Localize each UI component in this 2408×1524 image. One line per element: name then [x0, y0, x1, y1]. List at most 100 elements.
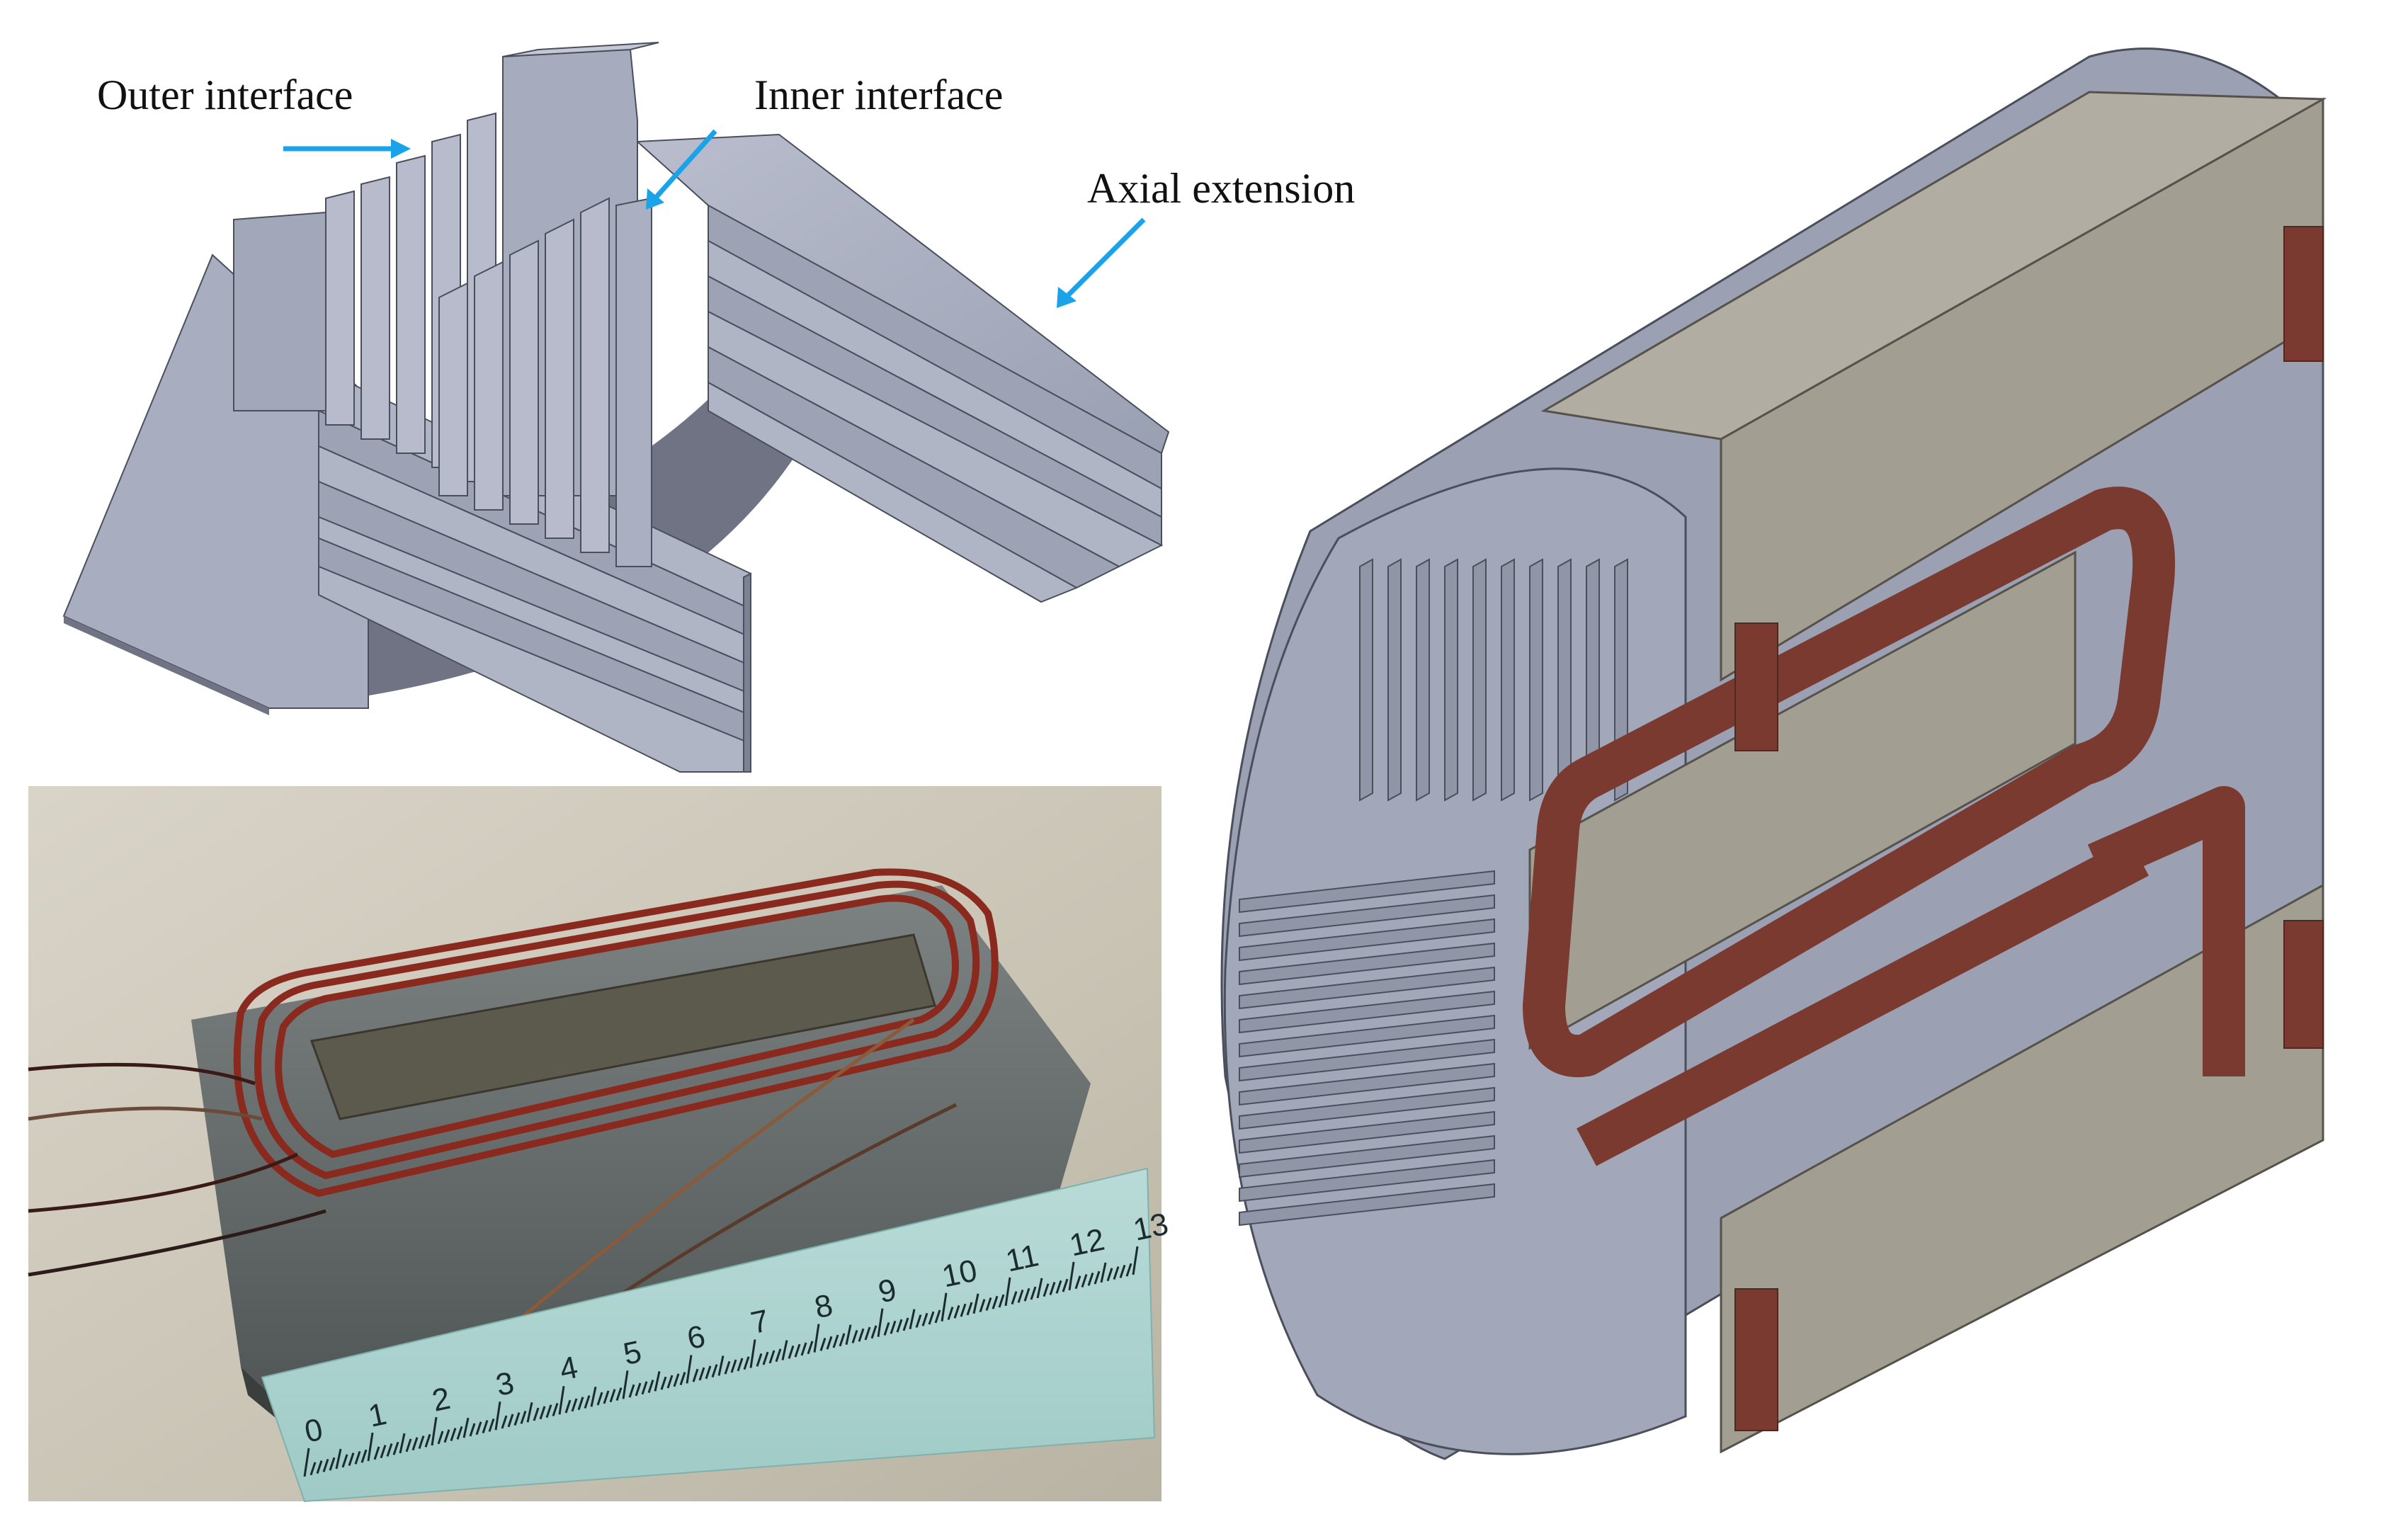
copper-coil [233, 868, 999, 1198]
fin [1501, 558, 1515, 802]
ruler-tick [832, 1334, 839, 1348]
fin [1239, 1183, 1495, 1227]
ruler-tick [348, 1452, 355, 1467]
ruler-tick [501, 1415, 508, 1429]
ruler-tick [647, 1380, 654, 1394]
ruler-tick [768, 1350, 776, 1364]
fin [1239, 1110, 1495, 1154]
copper-windings [1523, 487, 2245, 1166]
ruler-tick [960, 1303, 967, 1317]
fin [1239, 1014, 1495, 1058]
ruler-tick [596, 1392, 603, 1406]
ruler-tick [329, 1457, 336, 1471]
ruler-tick [1068, 1261, 1075, 1291]
ruler-number: 12 [1067, 1222, 1108, 1263]
ruler-tick [826, 1336, 833, 1350]
ruler-tick [851, 1329, 858, 1343]
ruler-tick [539, 1406, 546, 1420]
ruler-tick [609, 1389, 616, 1403]
outer-interface-label: Outer interface [97, 72, 353, 118]
ruler-tick [322, 1458, 329, 1472]
ruler-tick [309, 1462, 317, 1476]
ruler-tick [584, 1395, 591, 1409]
ruler-tick [921, 1312, 928, 1326]
ruler-tick [953, 1304, 960, 1319]
ruler-tick [813, 1324, 820, 1353]
ruler-tick [775, 1348, 782, 1363]
inner-interface-label: Inner interface [754, 72, 1004, 118]
ruler-tick [1043, 1283, 1050, 1297]
ruler-tick [462, 1417, 470, 1438]
ruler-tick [1125, 1263, 1132, 1277]
callout-arrows [283, 129, 1146, 308]
ruler-tick [1100, 1262, 1107, 1283]
ruler-tick [482, 1420, 489, 1434]
inner-interface-fins [438, 197, 652, 567]
ruler-tick [896, 1319, 903, 1333]
ruler-tick [603, 1390, 610, 1404]
fin [1416, 558, 1430, 802]
ruler-tick [890, 1320, 897, 1334]
ruler-tick [494, 1401, 501, 1431]
ruler-tick [686, 1355, 693, 1384]
ruler-number: 10 [939, 1253, 980, 1294]
ruler-tick [666, 1375, 674, 1389]
fin [1239, 1038, 1495, 1082]
fin [1529, 558, 1543, 802]
coil-end-lower-left [1734, 1288, 1778, 1431]
ruler-tick [870, 1325, 878, 1339]
ruler-tick [1023, 1287, 1030, 1302]
fin [1239, 1062, 1495, 1106]
fin [1239, 990, 1495, 1034]
ruler-tick [386, 1443, 393, 1457]
ruler-tick [762, 1351, 769, 1365]
ruler-tick [711, 1364, 718, 1378]
ruler-tick [1087, 1272, 1094, 1286]
ruler-tick [571, 1398, 578, 1412]
ruler-tick [692, 1368, 699, 1382]
ruler-tick [941, 1292, 948, 1321]
ruler-tick [902, 1317, 909, 1331]
fin [1359, 558, 1373, 802]
ruler-tick [947, 1307, 954, 1321]
ruler-tick [972, 1293, 979, 1314]
ruler-tick [564, 1399, 572, 1414]
motor-cutaway-panel [1162, 14, 2394, 1508]
ruler-tick [717, 1355, 725, 1376]
ruler-tick [367, 1432, 374, 1462]
fin [1387, 558, 1402, 802]
fin [1239, 942, 1495, 986]
ruler-tick [411, 1437, 419, 1451]
fin [1239, 894, 1495, 938]
ruler-tick [909, 1309, 916, 1330]
ruler-tick [934, 1309, 941, 1324]
ruler-tick [705, 1365, 712, 1380]
ruler-tick [303, 1448, 310, 1477]
ruler-tick [1119, 1264, 1126, 1278]
ruler-tick [673, 1373, 680, 1387]
upper-axial-extension [635, 133, 1170, 603]
ruler-tick [475, 1421, 482, 1435]
ruler-tick [839, 1333, 846, 1347]
ruler-tick [545, 1404, 552, 1418]
ruler-tick [737, 1358, 744, 1372]
ruler-tick [858, 1328, 865, 1342]
ruler-tick [1004, 1277, 1011, 1307]
ruler-tick [845, 1324, 852, 1345]
ruler-tick [1055, 1280, 1062, 1294]
ruler-tick [915, 1314, 922, 1329]
ruler-tick [1011, 1291, 1018, 1305]
fin [1239, 1086, 1495, 1130]
ruler-tick [341, 1454, 348, 1468]
ruler-number: 13 [1130, 1207, 1171, 1248]
ruler-tick [1132, 1246, 1139, 1275]
ruler-tick [1081, 1274, 1088, 1288]
ruler-tick [443, 1429, 450, 1443]
ruler-tick [660, 1376, 667, 1390]
ruler-tick [316, 1460, 323, 1474]
ruler-tick [1062, 1278, 1069, 1292]
ruler-tick [928, 1311, 935, 1325]
cad-core-segment-panel: Outer interface Inner interface Axial ex… [0, 0, 1355, 779]
